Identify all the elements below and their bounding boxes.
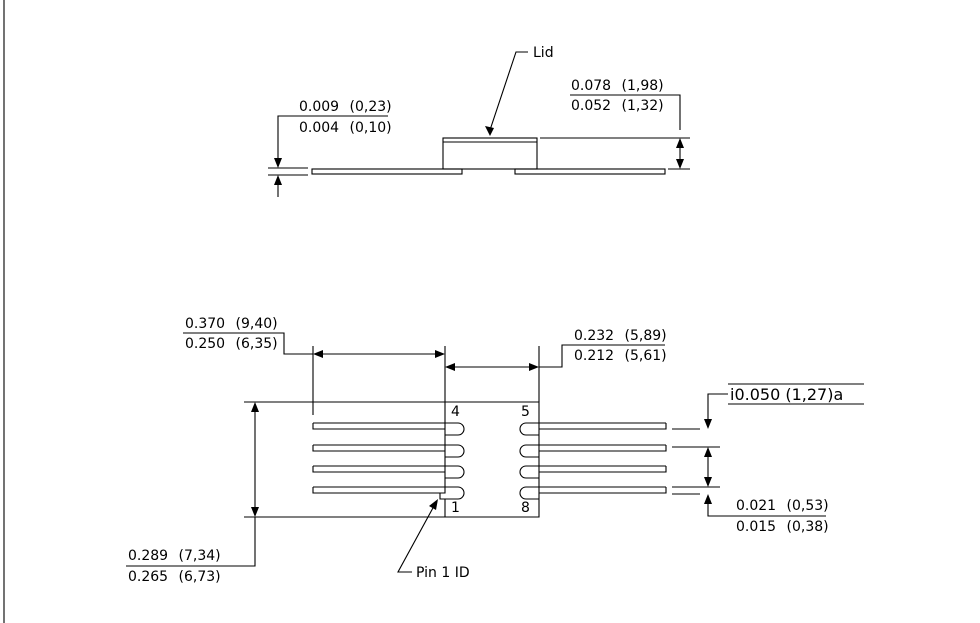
pitch-arrow-top	[704, 419, 712, 429]
body-length-max: 0.289 (7,34)	[128, 548, 221, 564]
lead-width-min: 0.015 (0,38)	[736, 519, 829, 535]
pitch-leader	[707, 393, 728, 419]
lead-length-arrow-right	[435, 350, 445, 358]
lead-right-4	[519, 486, 667, 500]
body-length-leader	[126, 517, 256, 567]
pin1-id-label: Pin 1 ID	[416, 565, 470, 581]
lead-width-leader	[707, 502, 826, 517]
lid-arrow	[485, 126, 494, 136]
body-length-arrow-bottom	[251, 507, 259, 517]
height-leader	[662, 94, 681, 130]
lead-right-2	[519, 444, 667, 458]
body-width-leader	[539, 344, 665, 368]
lead-thickness-min: 0.004 (0,10)	[299, 120, 392, 136]
pitch-arrow-mid-top	[704, 447, 712, 457]
thickness-arrow-top	[274, 158, 282, 168]
lead-left-3	[312, 465, 465, 479]
lead-width-max: 0.021 (0,53)	[736, 498, 829, 514]
package-height-min: 0.052 (1,32)	[571, 98, 664, 114]
lead-right-side	[514, 168, 666, 175]
lead-right-3	[519, 465, 667, 479]
pitch-arrow-mid-bottom	[704, 477, 712, 487]
pitch-arrow-bottom	[704, 494, 712, 504]
height-arrow-top	[676, 138, 684, 148]
lid-label: Lid	[533, 45, 554, 61]
pin1-arrow	[429, 499, 438, 510]
side-view: Lid 0.009 (0,23) 0.004 (0,10) 0.078 (1,9…	[268, 45, 690, 197]
top-view: 4 5 1 8 0.370 (9,40) 0.250 (6,35)	[126, 316, 864, 585]
body-width-arrow-right	[529, 363, 539, 371]
lead-length-min: 0.250 (6,35)	[185, 336, 278, 352]
pin-1-label: 1	[451, 500, 460, 516]
body-width-max: 0.232 (5,89)	[574, 328, 667, 344]
lead-left-4	[312, 486, 465, 500]
lid-leader	[489, 51, 528, 131]
thickness-arrow-bottom	[274, 175, 282, 185]
height-arrow-bottom	[676, 159, 684, 169]
lead-right-1	[519, 422, 667, 436]
lead-left-2	[312, 444, 465, 458]
lead-length-arrow-left	[313, 350, 323, 358]
pin-8-label: 8	[521, 500, 530, 516]
body-width-arrow-left	[445, 363, 455, 371]
body-length-min: 0.265 (6,73)	[128, 569, 221, 585]
lead-thickness-max: 0.009 (0,23)	[299, 99, 392, 115]
body-length-arrow-top	[251, 402, 259, 412]
lead-length-leader	[183, 332, 313, 355]
lead-pitch-label: i0.050 (1,27)a	[730, 385, 843, 404]
pin-4-label: 4	[451, 404, 460, 420]
package-height-max: 0.078 (1,98)	[571, 78, 664, 94]
lead-left-side	[311, 168, 463, 175]
package-body-side	[442, 137, 538, 170]
lead-left-1	[312, 422, 465, 436]
pin-5-label: 5	[521, 404, 530, 420]
thickness-leader	[277, 115, 298, 160]
lead-length-max: 0.370 (9,40)	[185, 316, 278, 332]
pin1-leader	[397, 505, 435, 573]
body-width-min: 0.212 (5,61)	[574, 348, 667, 364]
